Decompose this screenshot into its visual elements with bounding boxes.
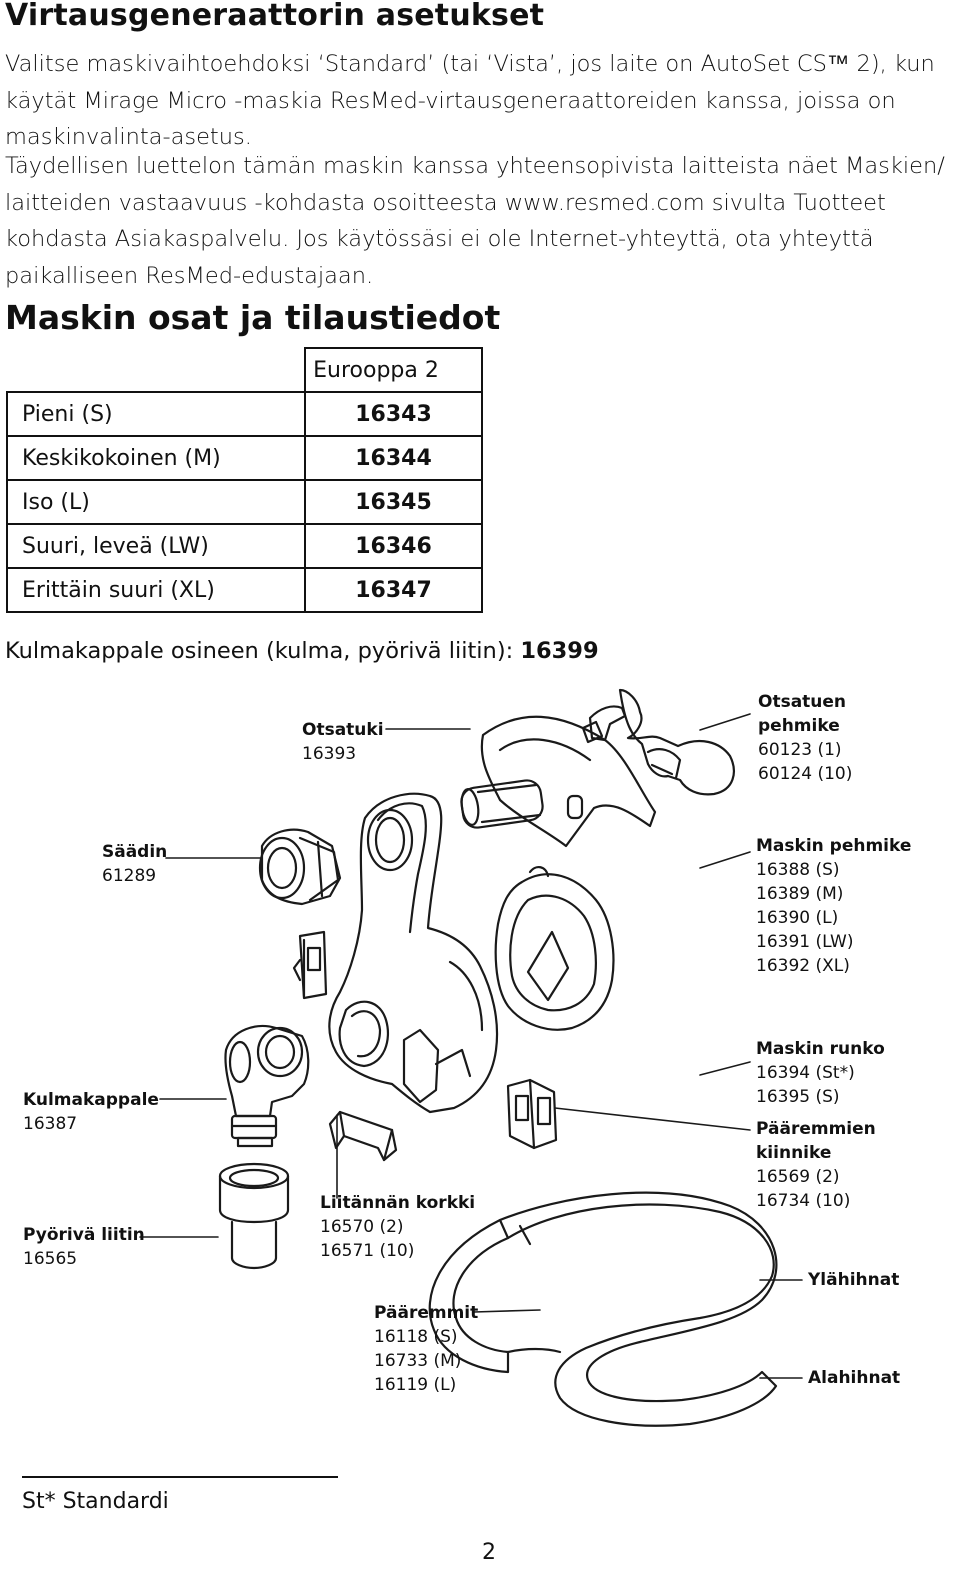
- label-headgear: Pääremmit 16118 (S) 16733 (M) 16119 (L): [374, 1301, 478, 1397]
- footnote: St* Standardi: [22, 1489, 169, 1514]
- code-cell: 16344: [304, 435, 483, 481]
- section-title-flow-generator-settings: Virtausgeneraattorin asetukset: [5, 0, 545, 33]
- part-code: 16733 (M): [374, 1351, 462, 1371]
- part-code: 16119 (L): [374, 1375, 457, 1395]
- swivel-icon: [218, 1162, 290, 1270]
- forehead-support-icon: [460, 715, 657, 848]
- section-title-mask-parts: Maskin osat ja tilaustiedot: [5, 298, 501, 337]
- part-code: 60123 (1): [758, 740, 842, 760]
- headgear-icon: [428, 1191, 778, 1427]
- table-header-row: Eurooppa 2: [7, 347, 483, 393]
- label-elbow: Kulmakappale 16387: [23, 1088, 159, 1136]
- part-title: Liitännän korkki: [320, 1193, 476, 1213]
- paragraph-line: maskinvalinta-asetus.: [5, 124, 252, 150]
- part-title: Otsatuen: [758, 692, 847, 712]
- code-cell: 16345: [304, 479, 483, 525]
- part-code: 16571 (10): [320, 1241, 415, 1261]
- label-mask-cushion: Maskin pehmike 16388 (S) 16389 (M) 16390…: [756, 834, 911, 978]
- table-row: Keskikokoinen (M) 16344: [6, 435, 483, 481]
- paragraph-line: Valitse maskivaihtoehdoksi ‘Standard’ (t…: [5, 51, 935, 77]
- part-code: 16394 (St*): [756, 1063, 855, 1083]
- part-code: 16387: [23, 1114, 78, 1134]
- code-cell: 16347: [304, 567, 483, 613]
- size-cell: Iso (L): [6, 479, 306, 525]
- part-title: pehmike: [758, 716, 840, 736]
- size-cell: Erittäin suuri (XL): [6, 567, 306, 613]
- page-number: 2: [482, 1540, 496, 1565]
- code-cell: 16346: [304, 523, 483, 569]
- part-title: Alahihnat: [808, 1368, 901, 1388]
- elbow-icon: [224, 1024, 310, 1148]
- size-cell: Keskikokoinen (M): [6, 435, 306, 481]
- mask-frame-icon: [328, 792, 499, 1114]
- part-code: 16391 (LW): [756, 932, 854, 952]
- part-title: Maskin runko: [756, 1039, 885, 1059]
- part-title: Maskin pehmike: [756, 836, 912, 856]
- table-column-header: Eurooppa 2: [304, 347, 483, 393]
- forehead-pad-icon: [581, 688, 735, 796]
- elbow-kit-text: Kulmakappale osineen (kulma, pyörivä lii…: [5, 638, 521, 664]
- paragraph-line: laitteiden vastaavuus -kohdasta osoittee…: [5, 189, 886, 216]
- part-title: Ylähihnat: [808, 1270, 900, 1290]
- table-row: Suuri, leveä (LW) 16346: [6, 523, 483, 569]
- paragraph-line: käytät Mirage Micro -maskia ResMed-virta…: [5, 87, 896, 114]
- flow-generator-paragraph: Valitse maskivaihtoehdoksi ‘Standard’ (t…: [5, 46, 950, 156]
- paragraph-line: kohdasta Asiakaspalvelu. Jos käytössäsi …: [5, 226, 874, 252]
- part-code: 16389 (M): [756, 884, 844, 904]
- part-title: Säädin: [102, 842, 168, 862]
- mask-exploded-diagram: [139, 688, 803, 1427]
- part-code: 16395 (S): [756, 1087, 840, 1107]
- mask-cushion-icon: [494, 866, 615, 1031]
- headgear-clip-icon: [506, 1078, 558, 1150]
- label-swivel: Pyörivä liitin 16565: [23, 1223, 145, 1271]
- part-code: 16565: [23, 1249, 78, 1269]
- part-title: Otsatuki: [302, 720, 384, 740]
- part-title: Pääremmit: [374, 1303, 479, 1323]
- size-cell: Suuri, leveä (LW): [6, 523, 306, 569]
- label-port-cap: Liitännän korkki 16570 (2) 16571 (10): [320, 1191, 475, 1263]
- part-title: kiinnike: [756, 1143, 832, 1163]
- part-code: 16570 (2): [320, 1217, 404, 1237]
- label-lower-straps: Alahihnat: [808, 1366, 900, 1390]
- part-code: 61289: [102, 866, 157, 886]
- table-row: Erittäin suuri (XL) 16347: [6, 567, 483, 613]
- part-code: 16734 (10): [756, 1191, 851, 1211]
- part-title: Kulmakappale: [23, 1090, 159, 1110]
- elbow-kit-line: Kulmakappale osineen (kulma, pyörivä lii…: [5, 638, 599, 664]
- part-code: 16118 (S): [374, 1327, 458, 1347]
- table-row: Pieni (S) 16343: [6, 391, 483, 437]
- compatibility-paragraph: Täydellisen luettelon tämän maskin kanss…: [5, 148, 950, 294]
- part-code: 16392 (XL): [756, 956, 850, 976]
- elbow-kit-code: 16399: [520, 638, 599, 664]
- label-forehead-pad: Otsatuen pehmike 60123 (1) 60124 (10): [758, 690, 852, 786]
- size-cell: Pieni (S): [6, 391, 306, 437]
- size-order-table: Eurooppa 2 Pieni (S) 16343 Keskikokoinen…: [6, 347, 483, 613]
- label-upper-straps: Ylähihnat: [808, 1268, 899, 1292]
- part-code: 16569 (2): [756, 1167, 840, 1187]
- part-title: Pääremmien: [756, 1119, 876, 1139]
- adjuster-clip-icon: [292, 930, 328, 1000]
- adjuster-icon: [258, 828, 342, 906]
- leader-lines: [139, 713, 803, 1379]
- table-row: Iso (L) 16345: [6, 479, 483, 525]
- part-code: 16388 (S): [756, 860, 840, 880]
- label-forehead-support: Otsatuki 16393: [302, 718, 384, 766]
- part-code: 16393: [302, 744, 357, 764]
- table-header-empty: [7, 348, 306, 393]
- part-title: Pyörivä liitin: [23, 1225, 145, 1245]
- port-cap-icon: [328, 1110, 398, 1162]
- paragraph-line: Täydellisen luettelon tämän maskin kanss…: [5, 153, 945, 179]
- paragraph-line: paikalliseen ResMed-edustajaan.: [5, 262, 374, 289]
- label-adjuster: Säädin 61289: [102, 840, 167, 888]
- label-mask-frame: Maskin runko 16394 (St*) 16395 (S): [756, 1037, 885, 1109]
- code-cell: 16343: [304, 391, 483, 437]
- part-code: 16390 (L): [756, 908, 839, 928]
- part-code: 60124 (10): [758, 764, 853, 784]
- label-headgear-clip: Pääremmien kiinnike 16569 (2) 16734 (10): [756, 1117, 876, 1213]
- footnote-rule: [22, 1476, 338, 1478]
